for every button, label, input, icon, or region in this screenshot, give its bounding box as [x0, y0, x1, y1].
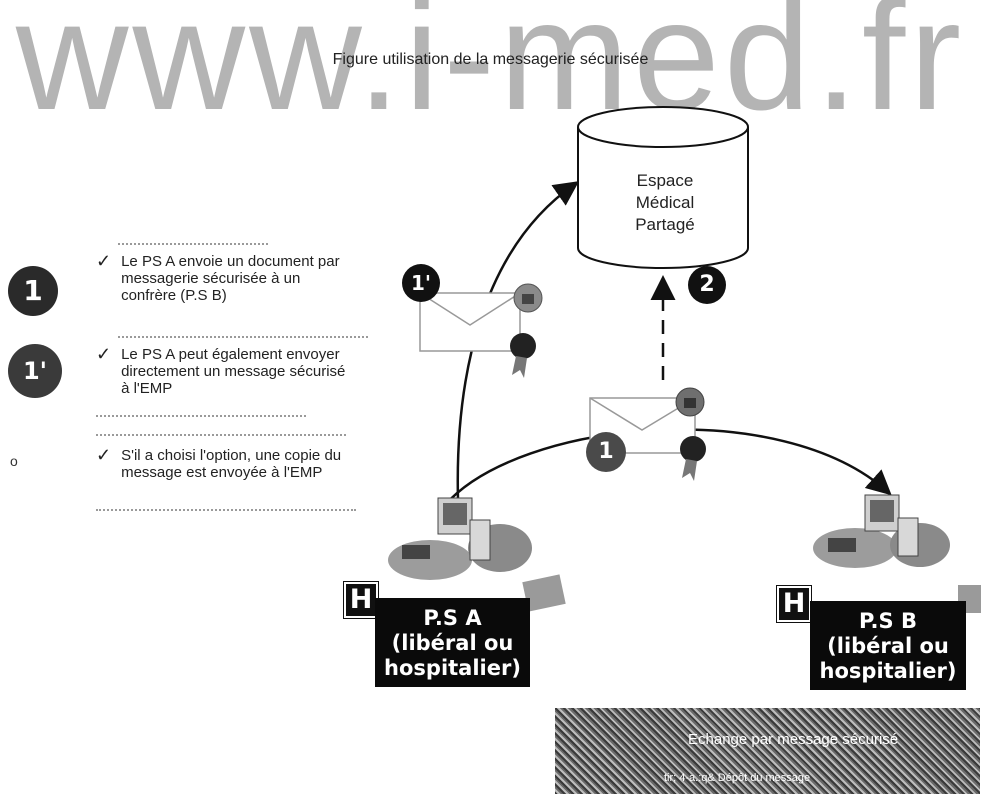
- step-option-text: S'il a choisi l'option, une copie du mes…: [121, 447, 342, 481]
- hospital-h-badge-a: H: [343, 581, 379, 619]
- diagram-badge-1-prime: 1': [402, 264, 440, 302]
- diagram-badge-1: 1: [586, 432, 626, 472]
- computer-workstation-b-icon: [813, 494, 950, 568]
- padlock-icon: [513, 283, 543, 313]
- legend-line: tir; 4-a.:q& Dépôt du message: [664, 772, 811, 784]
- dotted-rule: [118, 336, 368, 338]
- ps-b-line: (libéral ou: [827, 634, 949, 658]
- step-1-prime-badge: 1': [8, 344, 62, 398]
- ps-a-title: P.S A: [423, 606, 482, 630]
- ps-a-line: hospitalier): [384, 656, 521, 680]
- step-1-item: ✓ Le PS A envoie un document par message…: [96, 251, 351, 304]
- dotted-rule: [96, 415, 306, 417]
- step-1-prime-text: Le PS A peut également envoyer directeme…: [121, 346, 346, 397]
- ps-a-line: (libéral ou: [391, 631, 514, 655]
- database-label-line: Partagé: [635, 215, 695, 234]
- hospital-h-badge-b: H: [776, 585, 812, 623]
- database-label-line: Médical: [635, 193, 695, 212]
- watermark: www.i-med.fr: [15, 0, 966, 143]
- database-cylinder: [577, 106, 749, 269]
- seal-ribbon-icon: [680, 436, 706, 481]
- step-1-text: Le PS A envoie un document par messageri…: [121, 253, 340, 304]
- diagram-badge-2: 2: [688, 266, 726, 304]
- envelope-icon: [419, 292, 521, 352]
- ps-b-title: P.S B: [859, 609, 917, 633]
- dotted-rule: [118, 243, 268, 245]
- check-icon: ✓: [96, 344, 112, 364]
- ps-b-line: hospitalier): [819, 659, 957, 683]
- computer-workstation-a-icon: [388, 497, 532, 580]
- legend-box: [555, 708, 980, 794]
- stray-mark: o: [10, 453, 18, 469]
- padlock-icon: [675, 387, 705, 417]
- ps-b-box: P.S B (libéral ou hospitalier): [810, 601, 966, 690]
- check-icon: ✓: [96, 445, 112, 465]
- seal-ribbon-icon: [510, 333, 536, 378]
- dotted-rule: [96, 509, 356, 511]
- dotted-rule: [96, 434, 346, 436]
- check-icon: ✓: [96, 251, 112, 271]
- step-1-prime-item: ✓ Le PS A peut également envoyer directe…: [96, 344, 351, 397]
- decorative-blob: [522, 574, 566, 612]
- database-label: Espace Médical Partagé: [590, 170, 740, 236]
- figure-title: Figure utilisation de la messagerie sécu…: [332, 51, 649, 68]
- legend-line: Echange par message sécurisé: [688, 731, 899, 748]
- database-label-line: Espace: [636, 171, 694, 190]
- step-option-item: ✓ S'il a choisi l'option, une copie du m…: [96, 445, 351, 481]
- step-1-badge: 1: [8, 266, 58, 316]
- ps-a-box: P.S A (libéral ou hospitalier): [375, 598, 530, 687]
